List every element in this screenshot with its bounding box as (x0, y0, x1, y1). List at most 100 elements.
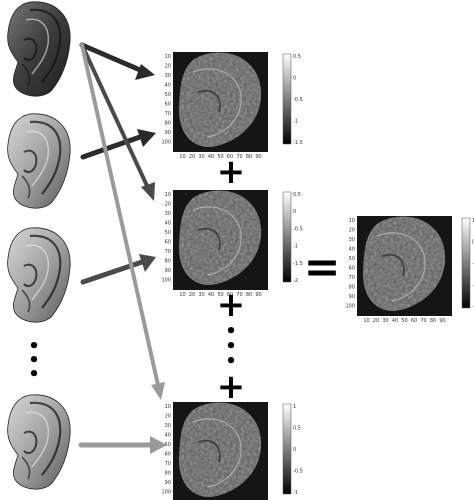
x-tick-label: 90 (255, 154, 261, 160)
y-tick-label: 20 (165, 202, 171, 208)
ear-model-3 (6, 226, 72, 324)
arrow-ear1-to-map1 (79, 42, 155, 80)
y-tick-label: 50 (165, 230, 171, 236)
equals-sign: = (304, 242, 341, 293)
y-tick-label: 80 (349, 285, 355, 291)
x-tick-label: 80 (246, 154, 252, 160)
x-tick-label: 90 (255, 292, 261, 298)
y-tick-label: 30 (165, 423, 171, 429)
y-tick-label: 70 (165, 111, 171, 117)
colorbar-3 (282, 403, 292, 495)
y-tick-label: 40 (165, 221, 171, 227)
colorbar-tick-label: -0.5 (293, 97, 303, 103)
colorbar-tick-label: -1.5 (293, 261, 303, 267)
colorbar-tick-label: 0 (472, 240, 474, 246)
y-tick-label: 60 (165, 102, 171, 108)
colorbar-tick-label: -1 (293, 119, 298, 125)
colorbar-tick-label: -2 (293, 278, 298, 284)
colorbar-result (461, 217, 471, 309)
y-tick-label: 20 (165, 414, 171, 420)
x-tick-label: 70 (420, 318, 426, 324)
y-tick-label: 50 (165, 92, 171, 98)
colorbar-tick-label: 0.5 (293, 192, 301, 198)
x-tick-label: 10 (179, 154, 185, 160)
x-tick-label: 20 (373, 318, 379, 324)
x-tick-label: 60 (411, 318, 417, 324)
y-tick-label: 90 (165, 480, 171, 486)
arrow-ear1-to-map2 (80, 43, 155, 201)
x-tick-label: 50 (401, 318, 407, 324)
y-tick-label: 50 (165, 442, 171, 448)
arrows (78, 42, 167, 454)
y-tick-label: 50 (349, 256, 355, 262)
ear-model-2 (6, 112, 72, 210)
colorbar-tick-label: -1 (293, 244, 298, 250)
colorbar-3-ticks: 10.50-0.5-1 (293, 404, 303, 496)
vertical-dot-2: • (225, 336, 237, 357)
arrow-ear1-to-map3 (80, 43, 165, 400)
heatmap-2: 0.50-0.5-1-1.5-2 (173, 190, 303, 290)
colorbar-2-ticks: 0.50-0.5-1-1.5-2 (293, 192, 303, 284)
y-tick-label: 60 (349, 266, 355, 272)
colorbar-1 (282, 53, 292, 145)
y-tick-label: 40 (165, 83, 171, 89)
arrow-ear2-to-map1 (80, 129, 156, 160)
y-tick-label: 60 (165, 240, 171, 246)
x-tick-label: 20 (189, 292, 195, 298)
y-tick-label: 30 (165, 211, 171, 217)
y-tick-label: 40 (349, 247, 355, 253)
x-tick-label: 80 (430, 318, 436, 324)
result-heatmap: 10-1-2-3 (357, 216, 474, 316)
x-tick-label: 30 (198, 154, 204, 160)
y-tick-label: 70 (165, 461, 171, 467)
x-tick-label: 10 (363, 318, 369, 324)
colorbar-tick-label: 0.5 (293, 54, 301, 60)
x-tick-label: 40 (208, 154, 214, 160)
y-tick-label: 10 (165, 192, 171, 198)
x-tick-label: 40 (392, 318, 398, 324)
ear-ellipsis-dot-1: • (28, 336, 40, 357)
y-tick-label: 40 (165, 433, 171, 439)
x-tick-label: 80 (246, 292, 252, 298)
ear-model-1 (6, 0, 72, 98)
colorbar-tick-label: 0.5 (293, 426, 301, 432)
colorbar-tick-label: -0.5 (293, 469, 303, 475)
x-tick-label: 30 (198, 292, 204, 298)
colorbar-result-ticks: 10-1-2-3 (472, 218, 474, 310)
vertical-dot-3: • (225, 351, 237, 372)
x-tick-label: 90 (439, 318, 445, 324)
y-tick-label: 30 (349, 237, 355, 243)
x-tick-label: 20 (189, 154, 195, 160)
colorbar-tick-label: 1 (472, 218, 474, 224)
y-tick-label: 90 (165, 130, 171, 136)
plus-sign-3: + (217, 367, 246, 407)
arrow-ear3-to-map2 (80, 254, 156, 285)
colorbar-tick-label: -1.5 (293, 140, 303, 146)
y-tick-label: 30 (165, 73, 171, 79)
ear-model-4 (6, 393, 72, 491)
x-tick-label: 50 (217, 154, 223, 160)
plus-sign-1: + (217, 152, 246, 192)
x-tick-label: 70 (236, 292, 242, 298)
colorbar-tick-label: 0 (293, 76, 296, 82)
x-tick-label: 60 (227, 292, 233, 298)
colorbar-tick-label: 1 (293, 404, 296, 410)
colorbar-tick-label: 0 (293, 209, 296, 215)
y-tick-label: 80 (165, 121, 171, 127)
x-tick-label: 10 (179, 292, 185, 298)
y-tick-label: 10 (165, 404, 171, 410)
heatmap-1: 0.5 0 -0.5 -1 -1.5 (173, 52, 303, 152)
y-tick-label: 100 (161, 140, 171, 146)
colorbar-1-ticks: 0.5 0 -0.5 -1 -1.5 (293, 54, 303, 146)
colorbar-tick-label: -3 (472, 304, 474, 310)
x-tick-label: 50 (217, 292, 223, 298)
y-tick-label: 10 (349, 218, 355, 224)
